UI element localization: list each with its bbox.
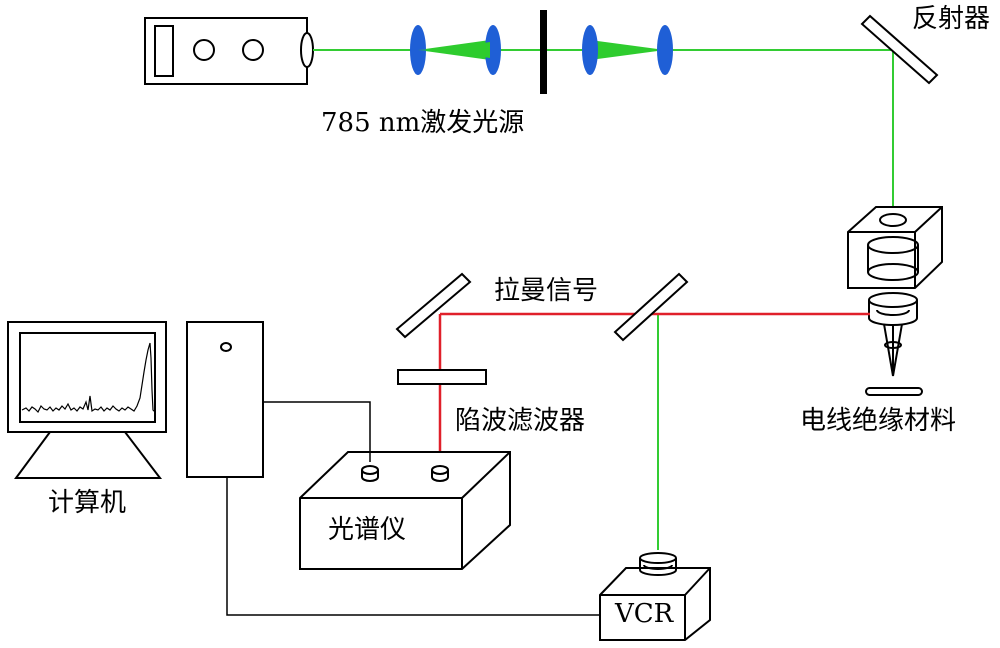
- mirror-top: [860, 14, 939, 85]
- lens-group-right: [582, 25, 673, 75]
- raman-beam: [438, 312, 870, 468]
- mirror-left: [395, 272, 472, 339]
- spectrometer: [299, 451, 511, 570]
- lens-2: [485, 25, 501, 75]
- laser-source: [144, 17, 314, 85]
- mirror-label: 反射器: [912, 4, 991, 34]
- vcr-label: VCR: [615, 599, 674, 629]
- spectrometer-label: 光谱仪: [328, 515, 407, 545]
- spectrum-trace: [21, 342, 156, 414]
- raman-signal-label: 拉曼信号: [494, 276, 599, 306]
- microscope-head: [847, 206, 943, 396]
- lens-group-left: [410, 25, 501, 75]
- notch-filter-plate: [397, 369, 487, 385]
- notch-filter-label: 陷波滤波器: [455, 406, 586, 436]
- laser-source-label: 785 nm激发光源: [321, 108, 525, 138]
- vcr: [599, 552, 711, 641]
- aperture-plate: [540, 10, 547, 94]
- computer-label: 计算机: [48, 488, 127, 518]
- cables: [226, 401, 600, 616]
- monitor: [7, 321, 167, 479]
- lens-4: [657, 25, 673, 75]
- insulation-material-label: 电线绝缘材料: [800, 406, 957, 436]
- beam-splitter: [613, 272, 689, 342]
- lens-3: [582, 25, 598, 75]
- computer-tower: [186, 321, 264, 478]
